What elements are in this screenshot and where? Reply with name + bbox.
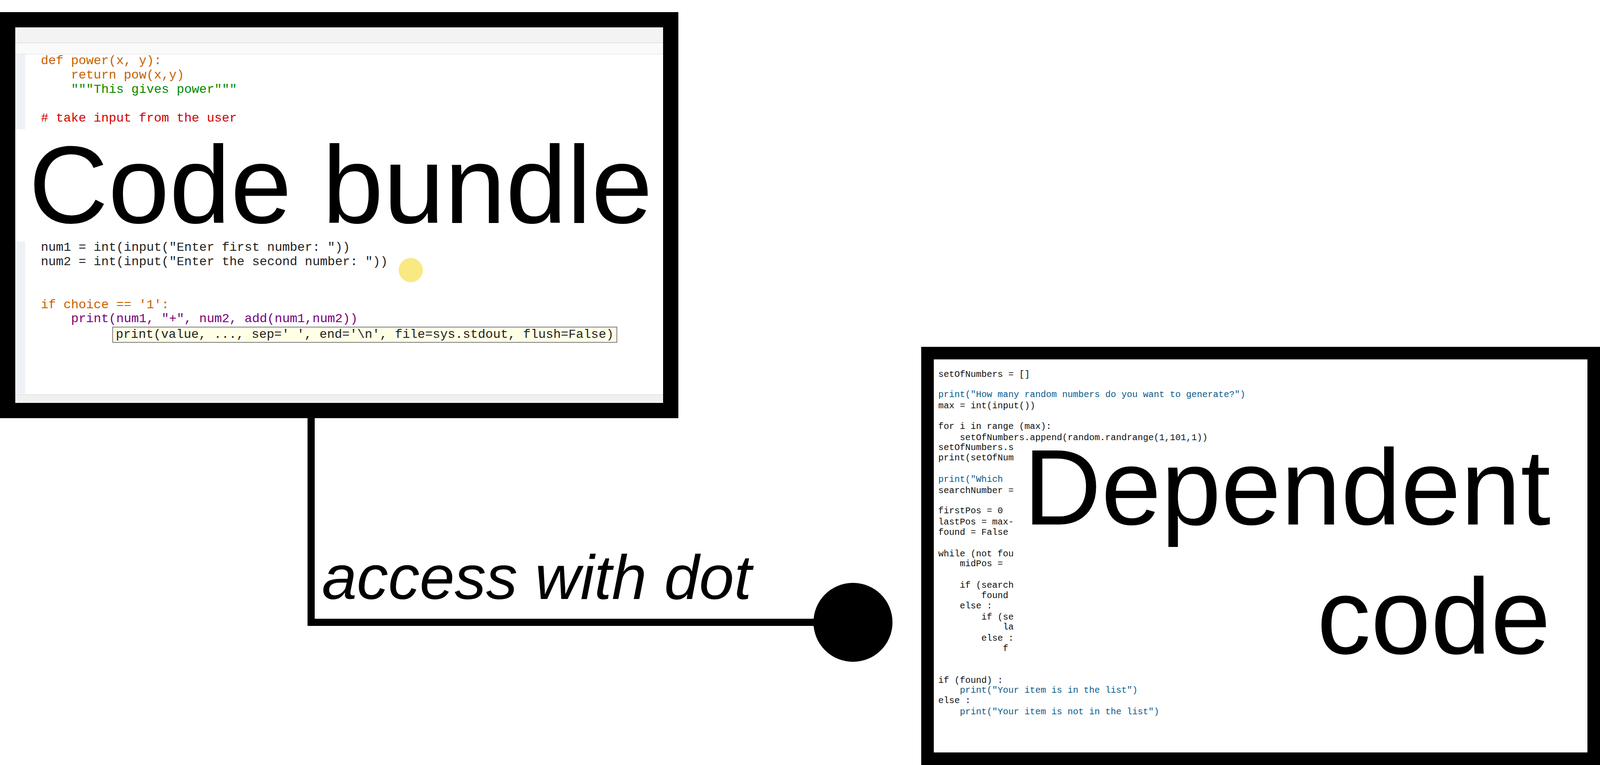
connector-label: access with dot	[321, 546, 752, 610]
code-line: la	[1002, 622, 1014, 633]
code-line: setOfNumbers.s	[938, 442, 1014, 453]
code-panel: Code bundle def power(x, y):return pow(x,…	[0, 12, 679, 419]
code-line: print("Your item is not in the list")	[959, 707, 1160, 718]
code-line: else :	[938, 695, 971, 707]
code-line: print(setOfNum	[938, 452, 1014, 464]
code-line: lastPos = max-	[938, 517, 1014, 528]
code-line: """This gives power"""	[70, 82, 238, 97]
code-line: f	[1002, 643, 1009, 655]
code-line: num1 = int(input("Enter first number: ")…	[40, 240, 351, 255]
code-line: while (not fou	[938, 549, 1014, 560]
call-tip: print(value, ..., sep=' ', end='\n', fil…	[112, 326, 618, 343]
code-line: setOfNumbers = []	[938, 369, 1030, 380]
code-line: firstPos = 0	[938, 505, 1003, 517]
code-line: else :	[981, 633, 1014, 644]
code-line: if (found) :	[938, 675, 1003, 686]
code-line: searchNumber =	[938, 485, 1014, 497]
code-line: found = False	[938, 527, 1009, 538]
code-line: else :	[959, 601, 993, 612]
code-line: print("Your item is in the list")	[959, 685, 1138, 696]
code-line: print("Which	[938, 474, 1003, 485]
code-line: if choice == '1':	[40, 298, 170, 313]
code-line: midPos =	[959, 558, 1003, 570]
connector-line	[311, 418, 853, 623]
code-panel: Dependent code setOfNumbers = [] print("Ho…	[921, 347, 1600, 765]
code-line: max = int(input())	[938, 400, 1036, 412]
panel-title: Code bundle	[28, 130, 653, 241]
dot-head	[813, 583, 893, 663]
panel-title: Dependent code	[989, 422, 1551, 682]
code-line: # take input from the user	[40, 111, 238, 126]
cursor-highlight	[398, 258, 423, 283]
code-line: for i in range (max):	[938, 421, 1052, 432]
code-line: if (se	[981, 612, 1014, 623]
code-line: print(num1, "+", num2, add(num1,num2))	[70, 312, 358, 327]
window-menu-bar	[15, 43, 664, 55]
code-line: num2 = int(input("Enter the second numbe…	[40, 254, 388, 270]
connector	[311, 418, 893, 663]
title-band: Code bundle	[15, 129, 664, 242]
code-line: if (search	[959, 580, 1014, 591]
code-line: setOfNumbers.append(random.randrange(1,1…	[959, 432, 1208, 444]
code-line: found	[981, 590, 1009, 602]
status-bar	[15, 394, 664, 404]
code-line: return pow(x,y)	[70, 68, 185, 83]
code-line: def power(x, y):	[40, 53, 162, 69]
window-title-bar	[15, 27, 664, 44]
code-line: print("How many random numbers do you wa…	[938, 389, 1246, 400]
